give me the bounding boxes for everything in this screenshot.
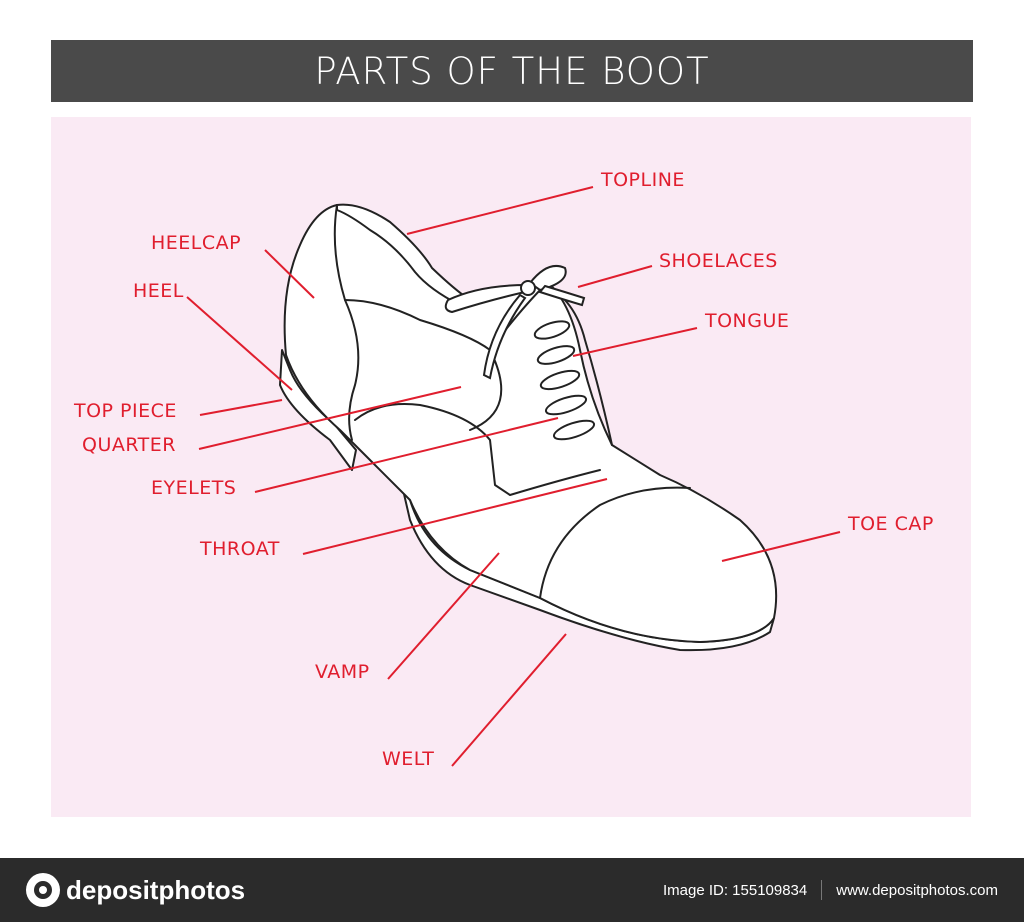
leader-topline [406, 186, 594, 235]
shoe-diagram: TOPLINE HEELCAP SHOELACES HEEL TONGUE TO… [73, 169, 934, 770]
lace-tail-left [482, 293, 527, 380]
label-shoelaces: SHOELACES [659, 250, 778, 272]
leader-welt [451, 633, 567, 767]
leader-quarter [198, 386, 462, 450]
label-tongue: TONGUE [704, 310, 789, 332]
eyelet-loop-3 [539, 369, 581, 391]
part-labels: TOPLINE HEELCAP SHOELACES HEEL TONGUE TO… [73, 169, 934, 770]
label-eyelets: EYELETS [151, 477, 236, 499]
leader-heelcap [264, 249, 315, 299]
label-vamp: VAMP [315, 661, 370, 683]
label-quarter: QUARTER [82, 434, 176, 456]
site-url[interactable]: www.depositphotos.com [836, 881, 998, 899]
footer-meta: Image ID: 155109834 www.depositphotos.co… [663, 880, 998, 900]
eyelet-loop-5 [552, 419, 596, 441]
image-id: Image ID: 155109834 [662, 881, 808, 899]
label-heel: HEEL [133, 280, 184, 302]
title-bar: PARTS OF THE BOOT [51, 40, 973, 102]
eyelet-loop-2 [536, 345, 576, 365]
leader-tongue [572, 327, 698, 357]
heel-shape [279, 349, 357, 471]
eyelet-loop-1 [533, 320, 571, 340]
brand-name: depositphotos [66, 874, 246, 905]
meta-divider [821, 880, 823, 900]
toe-cap-seam [539, 486, 691, 599]
eyelet-loop-4 [544, 394, 588, 416]
leader-shoelaces [577, 265, 653, 288]
lace-tail-right [538, 284, 586, 307]
shoelaces-illustration [444, 264, 596, 441]
label-welt: WELT [382, 748, 434, 770]
leader-throat [302, 478, 608, 555]
label-throat: THROAT [199, 538, 280, 560]
label-heelcap: HEELCAP [151, 232, 241, 254]
leader-lines [186, 186, 841, 767]
lace-bow-left [444, 283, 529, 314]
diagram-title: PARTS OF THE BOOT [314, 49, 710, 93]
lace-panel [489, 284, 613, 446]
leader-vamp [387, 552, 500, 680]
heelcap-seam [333, 204, 360, 441]
leader-eyelets [254, 417, 559, 493]
quarter-panel [354, 403, 601, 496]
footer-bar: depositphotos Image ID: 155109834 www.de… [0, 858, 1024, 922]
label-toe-cap: TOE CAP [847, 513, 934, 535]
depositphotos-logo-icon [26, 873, 60, 907]
leader-toe-cap [721, 531, 841, 562]
label-topline: TOPLINE [600, 169, 685, 191]
label-top-piece: TOP PIECE [73, 400, 177, 422]
brand[interactable]: depositphotos [26, 872, 245, 908]
leader-top-piece [199, 399, 283, 416]
lace-knot [520, 280, 536, 296]
leader-heel [186, 296, 293, 391]
